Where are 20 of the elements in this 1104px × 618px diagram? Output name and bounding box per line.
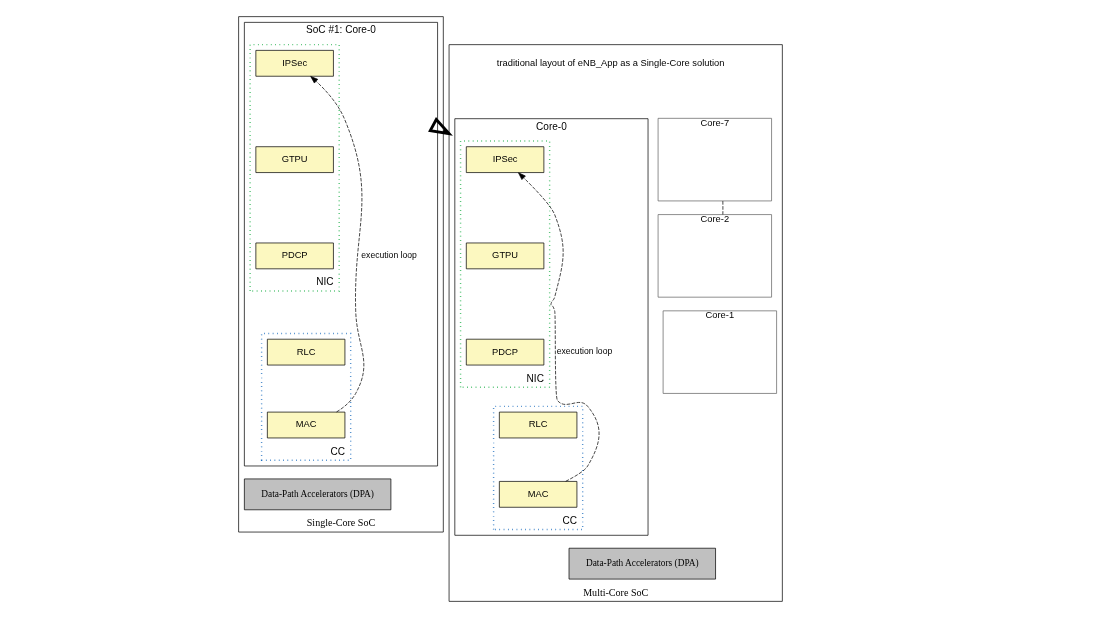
node-box: Data-Path Accelerators (DPA)	[568, 547, 716, 580]
node-box: MAC	[267, 411, 346, 439]
node-box: PDCP	[255, 242, 334, 270]
edge-label: execution loop	[556, 346, 613, 357]
arrow	[518, 172, 600, 482]
node-box: PDCP	[465, 338, 545, 366]
node-box: GTPU	[465, 242, 545, 270]
node-box: RLC	[267, 338, 346, 366]
node-box: RLC	[499, 411, 578, 439]
node-box: IPSec	[465, 146, 545, 173]
node-box: Data-Path Accelerators (DPA)	[244, 478, 392, 511]
node-box: Core-1	[662, 310, 777, 394]
node-box: GTPU	[255, 146, 334, 173]
label: traditional layout of eNB_App as a Single-Core solution	[496, 57, 725, 68]
node-box: IPSec	[255, 50, 334, 77]
node-box: Core-7	[657, 118, 772, 202]
node-box: Core-2	[657, 214, 772, 298]
node-box: MAC	[499, 481, 578, 508]
arrow	[310, 76, 365, 413]
edge-label: execution loop	[361, 250, 417, 261]
